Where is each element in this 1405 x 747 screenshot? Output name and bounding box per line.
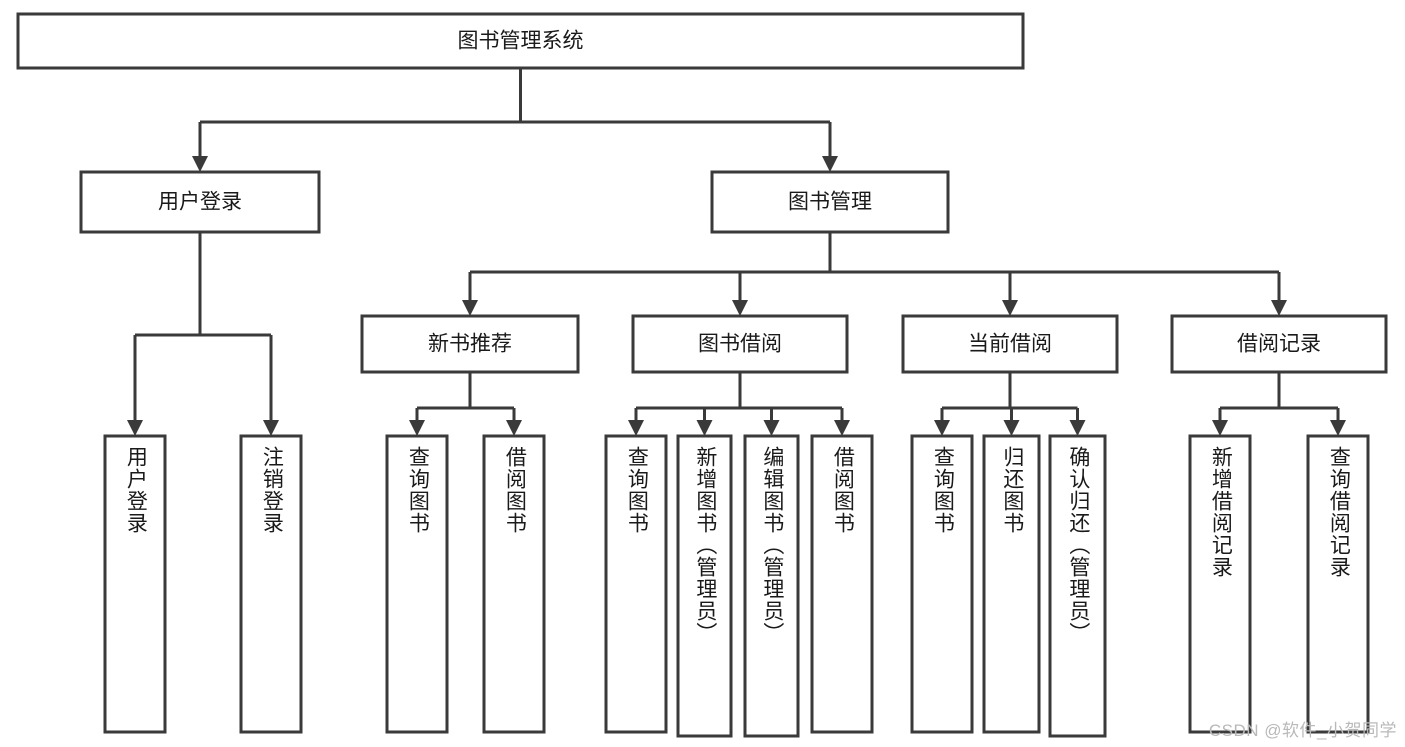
leaf-node-编辑图书管理员[interactable]	[743, 434, 800, 738]
edge-图书管理系统-to-图书管理-arrowhead	[822, 156, 838, 172]
edge-图书借阅-to-新增图书管理员-arrowhead	[696, 420, 713, 436]
level2-node-借阅记录[interactable]	[1170, 314, 1388, 374]
leaf-node-新增图书管理员[interactable]	[676, 434, 733, 738]
edge-当前借阅-to-查询图书-arrowhead	[934, 420, 950, 436]
edge-图书借阅-to-查询图书-arrowhead	[628, 420, 644, 436]
edge-图书管理系统-to-用户登录-arrowhead	[192, 156, 208, 172]
edge-借阅记录-to-查询借阅记录-arrowhead	[1330, 420, 1346, 436]
edge-图书管理-to-当前借阅-arrowhead	[1002, 300, 1018, 316]
level2-node-当前借阅[interactable]	[901, 314, 1119, 374]
level1-node-label: 图书管理	[788, 191, 872, 214]
root-node-图书管理系统[interactable]	[16, 12, 1025, 70]
edge-图书管理-to-借阅记录-arrowhead	[1271, 300, 1287, 316]
leaf-node-借阅图书[interactable]	[810, 434, 874, 734]
edge-图书管理-to-图书借阅-arrowhead	[732, 300, 748, 316]
edge-当前借阅-to-确认归还管理员-arrowhead	[1069, 420, 1086, 436]
level2-node-label: 新书推荐	[428, 333, 512, 356]
level1-node-label: 用户登录	[158, 191, 242, 214]
leaf-node-查询图书[interactable]	[385, 434, 449, 734]
level1-node-图书管理[interactable]	[710, 170, 950, 234]
edge-新书推荐-to-查询图书-arrowhead	[409, 420, 425, 436]
leaf-node-查询借阅记录[interactable]	[1306, 434, 1370, 734]
level1-node-用户登录[interactable]	[79, 170, 321, 234]
leaf-node-借阅图书[interactable]	[482, 434, 546, 734]
leaf-node-确认归还管理员[interactable]	[1048, 434, 1107, 738]
leaf-node-注销登录[interactable]	[239, 434, 303, 734]
level2-node-label: 图书借阅	[698, 333, 782, 356]
box-layer	[16, 12, 1388, 738]
level2-node-新书推荐[interactable]	[360, 314, 580, 374]
root-node-label: 图书管理系统	[458, 30, 584, 53]
connector-layer	[127, 68, 1346, 436]
level2-node-label: 借阅记录	[1237, 333, 1321, 356]
watermark-text: CSDN @软件_小贺同学	[1208, 721, 1397, 740]
leaf-node-用户登录[interactable]	[103, 434, 167, 734]
leaf-node-新增借阅记录[interactable]	[1188, 434, 1252, 734]
edge-图书借阅-to-借阅图书-arrowhead	[834, 420, 850, 436]
edge-借阅记录-to-新增借阅记录-arrowhead	[1212, 420, 1228, 436]
leaf-node-归还图书[interactable]	[982, 434, 1041, 734]
edge-图书管理-to-新书推荐-arrowhead	[462, 300, 478, 316]
edge-用户登录-to-用户登录-arrowhead	[127, 420, 143, 436]
edge-用户登录-to-注销登录-arrowhead	[263, 420, 279, 436]
level2-node-label: 当前借阅	[968, 333, 1052, 356]
level2-node-图书借阅[interactable]	[631, 314, 849, 374]
edge-图书借阅-to-编辑图书管理员-arrowhead	[763, 420, 780, 436]
leaf-node-查询图书[interactable]	[910, 434, 974, 734]
leaf-node-查询图书[interactable]	[604, 434, 668, 734]
edge-新书推荐-to-借阅图书-arrowhead	[506, 420, 522, 436]
edge-当前借阅-to-归还图书-arrowhead	[1003, 420, 1020, 436]
